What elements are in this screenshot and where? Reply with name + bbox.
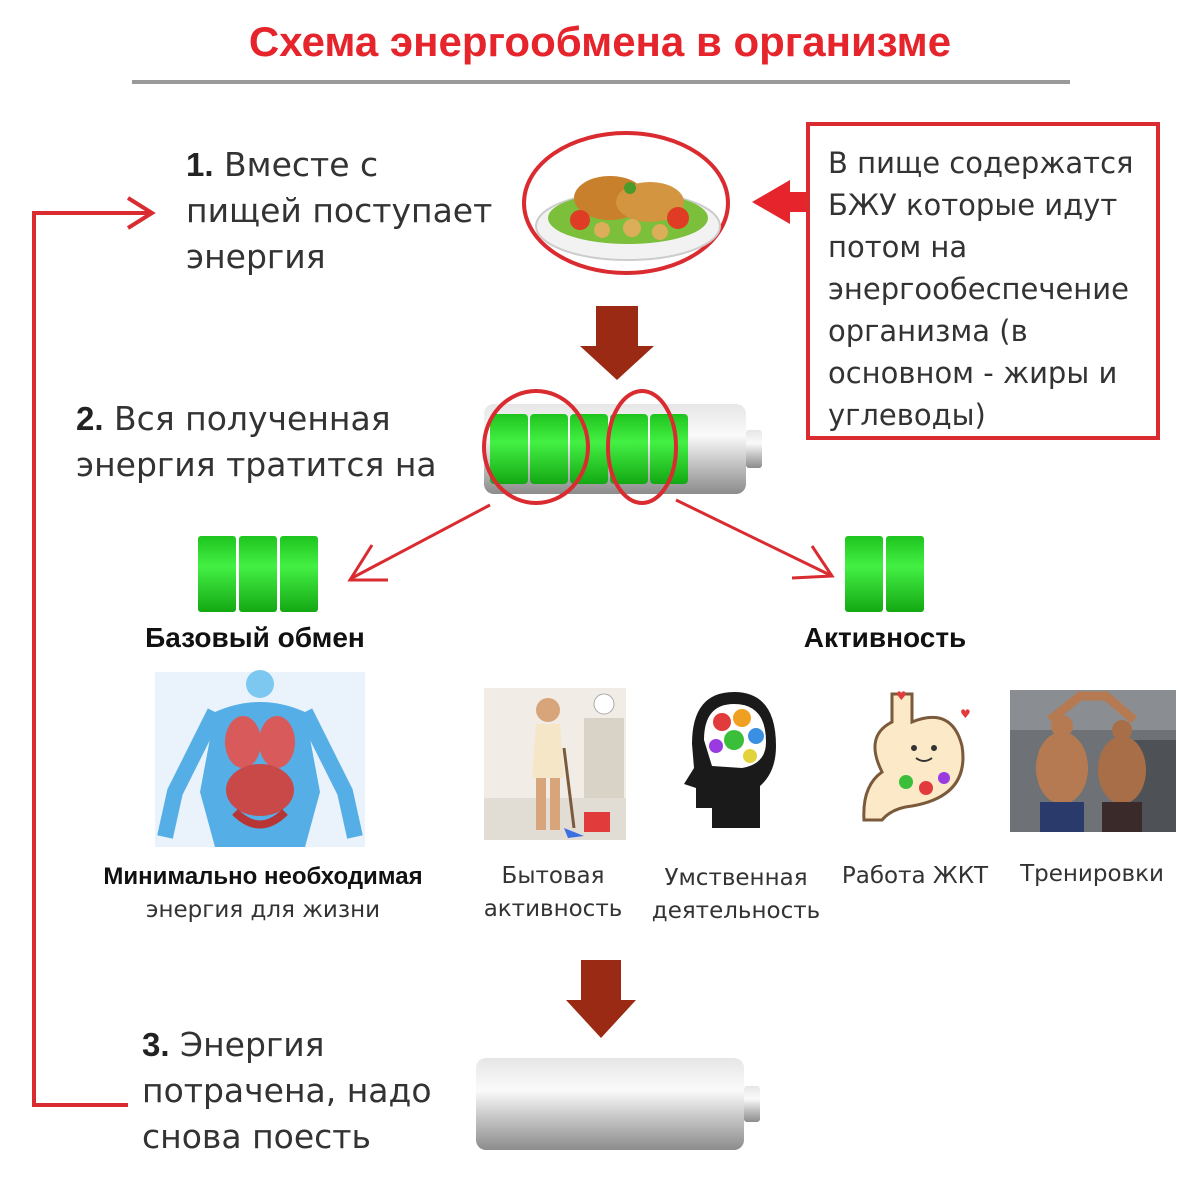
svg-text:♥: ♥ xyxy=(896,689,907,703)
caption-training: Тренировки xyxy=(1020,861,1164,887)
step-2-text: 2. Вся полученная энергия тратится на xyxy=(76,399,437,484)
page-title: Схема энергообмена в организме xyxy=(248,18,952,65)
brain-head-image xyxy=(684,692,776,828)
household-activity-image xyxy=(484,688,626,840)
title-divider xyxy=(132,80,1070,84)
branch-arrow-activity xyxy=(675,498,831,577)
down-arrow-3 xyxy=(566,960,636,1038)
step-3-text: 3. Энергия потрачена, надо снова поесть xyxy=(142,1025,432,1156)
branch-arrow-basal xyxy=(351,503,491,580)
caption-household: Бытовая активность xyxy=(483,863,623,922)
note-arrow xyxy=(752,180,806,224)
step-1-text: 1. Вместе с пищей поступает энергия xyxy=(186,145,493,276)
info-note-box: В пище содержатся БЖУ которые идут потом… xyxy=(806,122,1160,440)
food-plate-image xyxy=(522,131,730,275)
full-battery-icon xyxy=(482,389,762,505)
branch-label-basal: Базовый обмен xyxy=(145,622,365,653)
empty-battery-icon xyxy=(476,1058,760,1150)
caption-digestion: Работа ЖКТ xyxy=(841,863,989,889)
svg-text:♥: ♥ xyxy=(960,707,971,721)
branch-label-activity: Активность xyxy=(803,622,967,653)
basal-energy-cells xyxy=(198,536,318,612)
activity-energy-cells xyxy=(845,536,924,612)
loop-back-line xyxy=(32,211,150,1107)
loop-arrowhead xyxy=(126,196,156,230)
stomach-image: ♥ ♥ xyxy=(862,689,971,822)
human-body-image xyxy=(155,670,365,847)
caption-mental: Умственная деятельность xyxy=(651,865,821,924)
training-image xyxy=(1010,690,1176,832)
caption-basal: Минимально необходимая энергия для жизни xyxy=(103,863,423,923)
down-arrow-1 xyxy=(580,306,654,380)
